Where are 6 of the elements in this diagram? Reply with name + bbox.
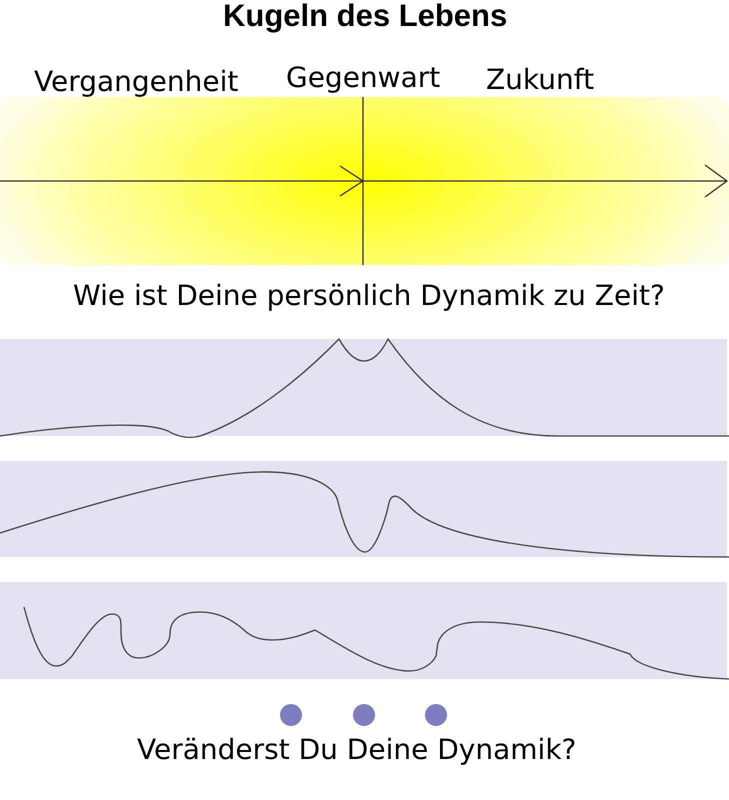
- question-text: Wie ist Deine persönlich Dynamik zu Zeit?: [73, 280, 665, 312]
- time-label: Gegenwart: [286, 62, 440, 94]
- title: Kugeln des Lebens: [223, 0, 508, 34]
- time-label: Vergangenheit: [34, 66, 238, 98]
- question-text: Veränderst Du Deine Dynamik?: [137, 734, 576, 766]
- time-label: Zukunft: [486, 64, 594, 96]
